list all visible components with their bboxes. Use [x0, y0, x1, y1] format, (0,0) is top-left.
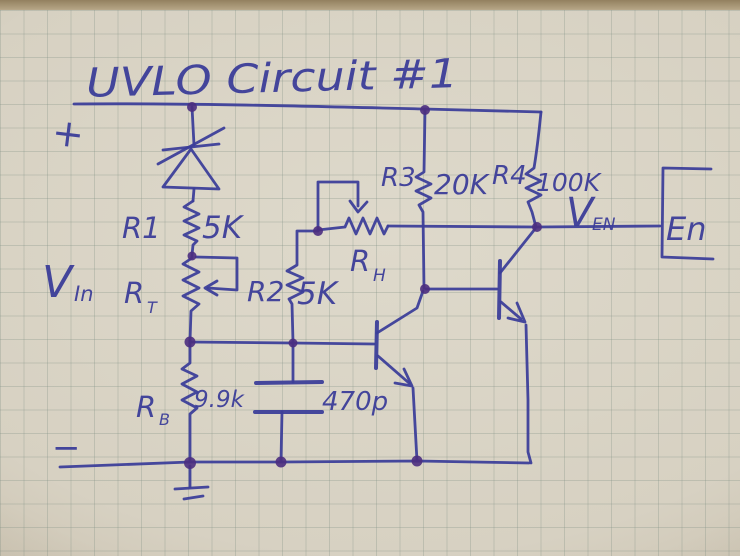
rb-value: 9.9k [194, 387, 246, 413]
capacitor-c1: 470p [253, 341, 388, 463]
c1-plate-top [254, 380, 324, 385]
rh-wiper-loop [316, 180, 360, 231]
rb-label: R [136, 390, 156, 424]
junction-dot [187, 251, 197, 261]
zener-anode-triangle [161, 147, 221, 191]
transistor-q1-icon [374, 289, 425, 463]
q1-emitter-lead [411, 386, 419, 463]
resistor-rb: R B 9.9k [136, 339, 246, 464]
junction-dot [187, 102, 197, 112]
rt-zigzag [181, 254, 201, 343]
resistor-r3: R3 20K [381, 108, 491, 290]
c1-lead-bottom [279, 410, 284, 463]
rh-wiper-arrow [348, 199, 369, 214]
junction-dot [411, 455, 423, 467]
r4-label: R4 [492, 161, 527, 191]
r3-label: R3 [381, 163, 416, 193]
zener-lead-top [190, 105, 196, 147]
resistor-r1: R1 5K [122, 199, 245, 257]
wire [386, 224, 662, 229]
rh-zigzag [316, 216, 390, 236]
c1-value: 470p [322, 387, 388, 417]
junction-dot [184, 457, 196, 469]
q2-emitter-lead [524, 323, 533, 465]
plus-terminal-label: + [50, 110, 87, 158]
circuit-title: UVLO Circuit #1 [86, 51, 459, 107]
q2-emitter-arrow [506, 301, 527, 324]
junction-dot [420, 105, 430, 115]
junction-dot [288, 338, 298, 348]
rt-label: R [124, 276, 144, 310]
resistor-r4: R4 100K [492, 110, 603, 229]
q1-base-bar [374, 320, 379, 370]
rb-label-sub: B [159, 410, 170, 429]
top-rail-wire [72, 102, 543, 114]
zener-lead-bottom [191, 187, 196, 203]
r4-value: 100K [536, 168, 603, 197]
q1-emitter-arrow [393, 367, 414, 388]
q2-collector [498, 227, 537, 275]
ven-base: V [566, 190, 596, 236]
junction-dots [184, 102, 542, 469]
en-pin-label: En [666, 210, 707, 248]
potentiometer-rt: R T [124, 254, 239, 343]
junction-dot [313, 226, 323, 236]
base-node-wire [188, 340, 376, 346]
r2-zigzag [285, 229, 320, 344]
vin-label: V In [42, 257, 94, 308]
potentiometer-rh: R H [316, 180, 390, 286]
junction-dot [420, 284, 430, 294]
r1-zigzag [182, 199, 201, 257]
r2-value: 5K [297, 276, 340, 312]
rh-label: R [350, 244, 370, 278]
ground-icon [173, 464, 210, 501]
zener-diode-icon [156, 105, 226, 203]
rh-label-sub: H [373, 266, 386, 286]
q1-collector [375, 289, 425, 335]
r3-zigzag [414, 108, 433, 290]
en-connector: En [660, 166, 715, 261]
q1-emitter [376, 354, 411, 385]
r2-label: R2 [247, 275, 284, 308]
ven-sub: EN [592, 215, 616, 235]
r1-label: R1 [122, 211, 161, 245]
rt-wiper-arrow [203, 279, 219, 297]
en-bracket [660, 166, 715, 261]
ground-bar-1 [173, 485, 210, 491]
vin-sub: In [74, 282, 94, 306]
wire [188, 340, 376, 346]
zener-bar-slash [156, 126, 226, 166]
rt-wiper-loop [194, 255, 239, 292]
rb-zigzag [180, 339, 199, 464]
resistor-r2: R2 5K [247, 229, 340, 344]
bottom-rail-wire [58, 459, 531, 469]
transistor-q2-icon [424, 227, 537, 465]
r1-value: 5K [202, 210, 245, 246]
wire [72, 102, 543, 114]
r4-zigzag [524, 110, 543, 229]
rt-label-sub: T [147, 298, 158, 317]
wire [58, 459, 531, 469]
minus-terminal-label: − [52, 428, 81, 468]
junction-dot [532, 222, 542, 232]
r3-value: 20K [434, 168, 491, 201]
junction-dot [275, 456, 287, 468]
ground-bar-2 [182, 494, 205, 501]
junction-dot [184, 336, 196, 348]
vin-base: V [42, 257, 75, 308]
q2-base-bar [497, 259, 502, 320]
q2-emitter [499, 300, 523, 321]
